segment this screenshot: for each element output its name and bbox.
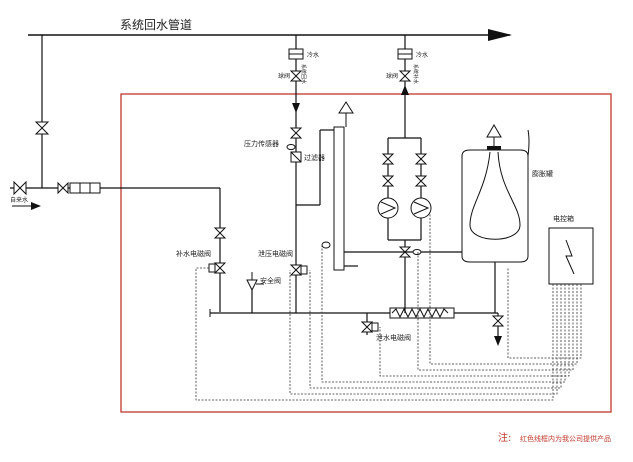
lightning-icon — [565, 239, 575, 275]
pump-left-valve-top-icon — [381, 153, 395, 165]
drain-solenoid-valve-icon — [360, 321, 379, 333]
product-frame — [120, 93, 612, 413]
control-wiring — [195, 214, 582, 401]
heat-exchanger-icon — [389, 307, 455, 319]
pump-right-valve-top-icon — [414, 153, 428, 165]
filter-icon — [290, 151, 302, 163]
ball-valve-right-icon — [398, 70, 412, 82]
ball-valve-left-icon — [289, 70, 303, 82]
makeup-solenoid-label: 补水电磁阀 — [176, 249, 211, 258]
water-source-label: 自来水 — [10, 196, 28, 204]
pump-outlet-valve-icon — [398, 246, 412, 258]
pump-outlet-gauge-icon — [412, 249, 422, 255]
pressure-sensor-label: 压力传感器 — [244, 139, 279, 148]
release-solenoid-label: 泄压电磁阀 — [258, 249, 293, 258]
ball-valve-label-right: 球阀 — [386, 72, 398, 80]
pressure-valve-icon — [289, 127, 303, 139]
cold-water-fitting-right-icon — [397, 48, 413, 60]
safety-valve-label: 安全阀 — [260, 276, 281, 285]
filter-label: 过滤器 — [304, 153, 325, 162]
check-valve-icon — [57, 181, 69, 195]
backflow-preventer-icon — [69, 182, 101, 194]
cold-water-label-right: 冷水 — [416, 51, 428, 59]
ball-valve-label-left: 球阀 — [278, 72, 290, 80]
pump-left-icon — [377, 197, 399, 219]
gate-valve-icon — [34, 121, 50, 135]
pump-right-valve-bottom-icon — [414, 175, 428, 187]
pump-right-icon — [410, 197, 432, 219]
deaerator-column — [333, 126, 345, 271]
tank-label: 膨胀罐 — [532, 169, 553, 178]
tank-vent-icon — [486, 124, 502, 146]
drain-solenoid-label: 泄水电磁阀 — [376, 333, 411, 342]
cold-water-label-left: 冷水 — [307, 51, 319, 59]
main-pipe-label: 系统回水管道 — [120, 17, 192, 32]
flow-arrow-icon — [488, 29, 512, 41]
sensor-pipe-label-right: 系统补水 — [412, 64, 419, 84]
safety-valve-icon — [246, 272, 264, 292]
inlet-valve-icon — [13, 180, 27, 196]
sensor-pipe-label-left: 系统回水 — [300, 64, 307, 84]
tank-pressure-line — [527, 129, 530, 157]
cold-water-fitting-left-icon — [288, 48, 304, 60]
release-solenoid-valve-icon — [289, 264, 308, 276]
note-text: 红色线框内为我公司提供产品 — [520, 434, 611, 443]
makeup-solenoid-valve-icon — [208, 262, 227, 274]
sight-glass-icon — [321, 241, 331, 249]
pump-left-valve-bottom-icon — [381, 175, 395, 187]
vent-left-icon — [338, 101, 354, 127]
expansion-tank — [461, 149, 529, 263]
pressure-sensor-icon — [286, 144, 296, 150]
tank-top-cap — [487, 146, 501, 150]
makeup-gate-valve-icon — [213, 227, 227, 239]
tank-bladder — [469, 151, 521, 240]
drain-valve-icon — [491, 315, 505, 327]
note-prefix: 注: — [498, 431, 511, 444]
control-box-label: 电控箱 — [553, 214, 574, 223]
